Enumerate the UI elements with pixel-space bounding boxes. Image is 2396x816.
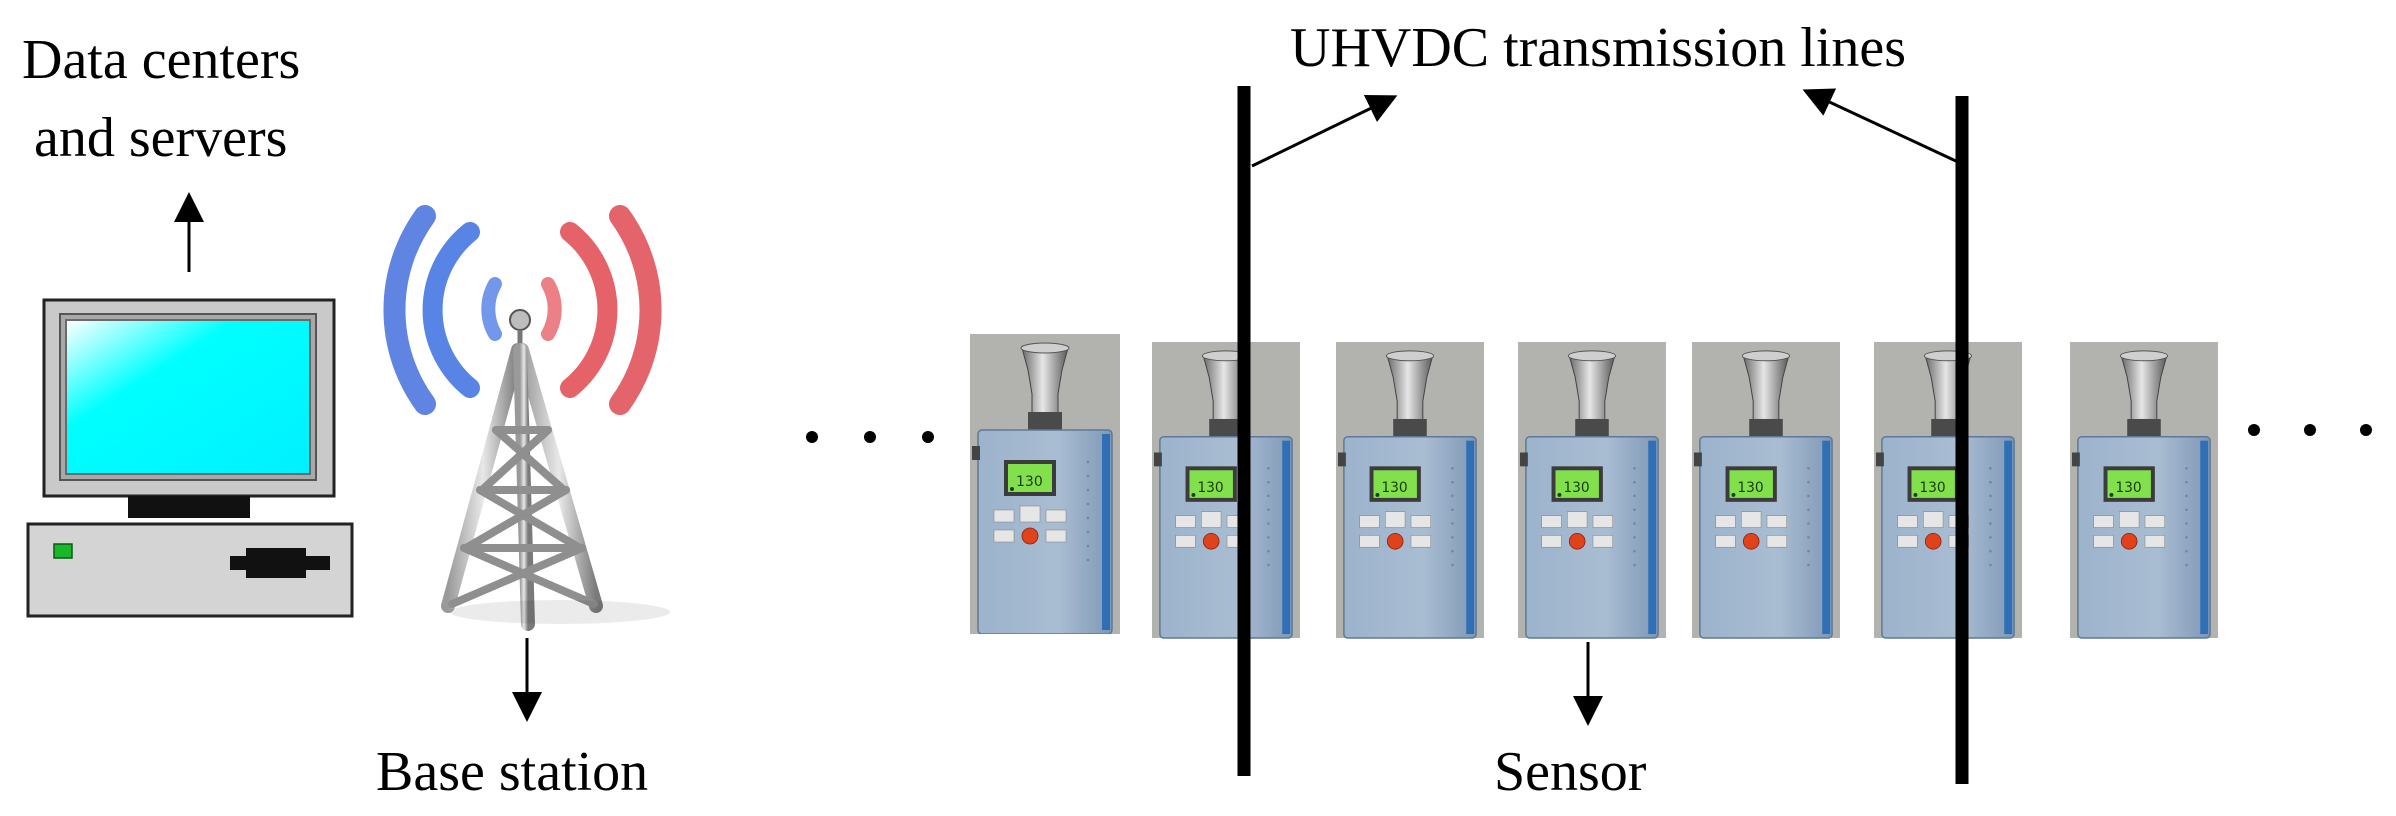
base-station-label: Base station <box>376 741 648 803</box>
uhvdc-arrow-left <box>1251 94 1398 168</box>
base-station-tower-icon <box>383 205 670 631</box>
data-centers-label-line1: Data centers <box>22 29 300 91</box>
sensor-device-1 <box>970 334 1120 634</box>
sensor-device-2 <box>1152 341 1300 639</box>
sensor-device-6 <box>1874 341 2022 639</box>
ellipsis-left-icon <box>806 431 934 443</box>
sensor-label: Sensor <box>1494 741 1647 803</box>
data-centers-label-line2: and servers <box>34 107 287 169</box>
sensor-device-7 <box>2070 341 2218 639</box>
uhvdc-label: UHVDC transmission lines <box>1290 17 1906 79</box>
sensor-device-4 <box>1518 341 1666 639</box>
sensor-device-5 <box>1692 341 1840 639</box>
ellipsis-right-icon <box>2248 424 2372 436</box>
sensor-device-3 <box>1336 341 1484 639</box>
uhvdc-arrow-right <box>1802 88 1959 164</box>
computer-icon <box>26 298 354 618</box>
